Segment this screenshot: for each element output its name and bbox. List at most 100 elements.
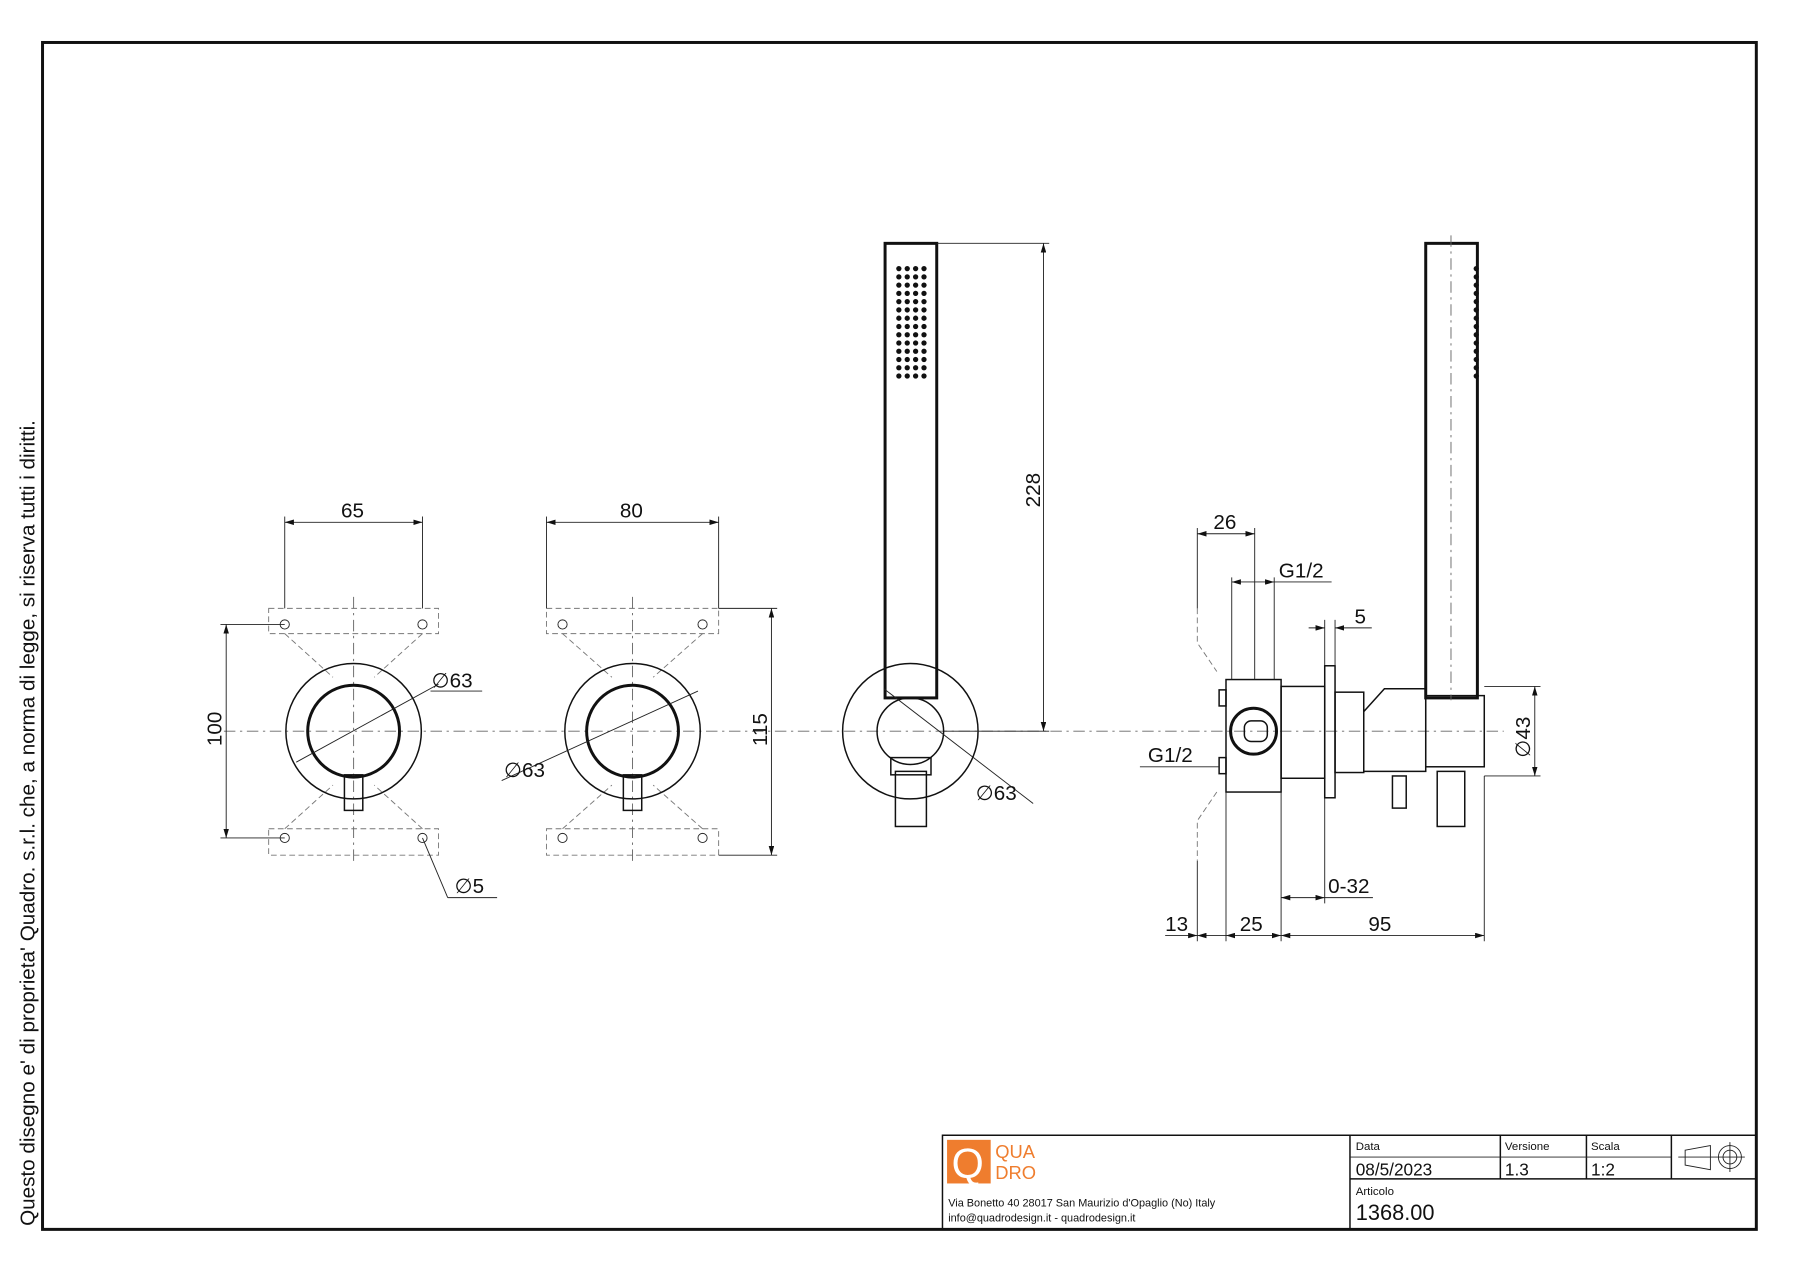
company-address: Via Bonetto 40 28017 San Maurizio d'Opag… bbox=[948, 1197, 1216, 1209]
nozzle-dot bbox=[1473, 365, 1479, 371]
side-view bbox=[1139, 235, 1541, 942]
logo-letter: Q bbox=[952, 1141, 984, 1187]
nozzle-dot bbox=[1473, 323, 1479, 330]
nozzle-dot bbox=[912, 348, 919, 354]
nozzle-dot bbox=[904, 290, 910, 297]
scale-label: Scala bbox=[1591, 1141, 1620, 1153]
front-view-hand-shower bbox=[841, 241, 1050, 828]
nozzle-dot bbox=[904, 323, 910, 330]
nozzle-dot bbox=[921, 265, 927, 272]
nozzle-dot bbox=[912, 323, 919, 330]
dim-dia-5: ∅5 bbox=[455, 875, 484, 898]
nozzle-dot bbox=[1473, 274, 1479, 280]
nozzle-dot bbox=[921, 373, 927, 379]
dim-100: 100 bbox=[204, 712, 227, 746]
nozzle-dot bbox=[1473, 265, 1479, 272]
nozzle-dot bbox=[904, 356, 910, 363]
dim-25: 25 bbox=[1240, 913, 1263, 936]
nozzle-dot bbox=[921, 348, 927, 354]
nozzle-dot bbox=[1473, 282, 1479, 288]
nozzle-dot bbox=[896, 307, 902, 313]
dim-dia-63-b: ∅63 bbox=[504, 759, 545, 782]
nozzle-dot bbox=[1473, 348, 1479, 354]
nozzle-dot bbox=[1473, 299, 1479, 305]
dim-dia-43: ∅43 bbox=[1512, 717, 1535, 758]
drawing-frame bbox=[41, 40, 1758, 1231]
dim-13: 13 bbox=[1165, 913, 1188, 936]
nozzle-dot bbox=[912, 265, 919, 272]
nozzle-dot bbox=[896, 299, 902, 305]
nozzle-dot bbox=[1473, 340, 1479, 346]
nozzle-dot bbox=[912, 299, 919, 305]
nozzle-dot bbox=[1473, 290, 1479, 297]
nozzle-dot bbox=[896, 332, 902, 338]
nozzle-dot bbox=[921, 282, 927, 288]
nozzle-dot bbox=[921, 356, 927, 363]
version-label: Versione bbox=[1505, 1141, 1550, 1153]
nozzle-dot bbox=[1473, 315, 1479, 321]
nozzle-dot bbox=[904, 299, 910, 305]
dim-80: 80 bbox=[620, 500, 643, 523]
nozzle-dot bbox=[904, 307, 910, 313]
nozzle-dot bbox=[904, 373, 910, 379]
nozzle-dot bbox=[1473, 332, 1479, 338]
dim-95: 95 bbox=[1368, 913, 1391, 936]
dim-g12-top: G1/2 bbox=[1279, 559, 1324, 582]
logo-text-1: QUA bbox=[995, 1141, 1036, 1162]
dim-228: 228 bbox=[1022, 473, 1045, 507]
copyright-note: Questo disegno e' di proprieta' Quadro. … bbox=[16, 420, 39, 1226]
dim-dia-63-a: ∅63 bbox=[432, 670, 473, 693]
dim-5: 5 bbox=[1355, 605, 1366, 628]
nozzle-dot bbox=[904, 315, 910, 321]
nozzle-dot bbox=[921, 332, 927, 338]
nozzle-dot bbox=[912, 332, 919, 338]
nozzle-dot bbox=[904, 348, 910, 354]
nozzle-dot bbox=[1473, 307, 1479, 313]
nozzle-dot bbox=[912, 274, 919, 280]
company-contact: info@quadrodesign.it - quadrodesign.it bbox=[948, 1212, 1135, 1224]
nozzle-dot bbox=[904, 332, 910, 338]
nozzle-dot bbox=[896, 373, 902, 379]
logo-mark bbox=[947, 1139, 991, 1184]
dim-115: 115 bbox=[749, 713, 772, 746]
nozzle-dot bbox=[912, 282, 919, 288]
nozzle-dot bbox=[921, 315, 927, 321]
nozzle-dot bbox=[904, 265, 910, 272]
nozzle-dot bbox=[912, 373, 919, 379]
date-label: Data bbox=[1356, 1141, 1381, 1153]
nozzle-dot bbox=[896, 323, 902, 330]
logo-text-2: DRO bbox=[995, 1162, 1036, 1183]
nozzle-dot bbox=[904, 365, 910, 371]
nozzle-dot bbox=[904, 274, 910, 280]
nozzle-dot bbox=[1473, 373, 1479, 379]
article-label: Articolo bbox=[1356, 1186, 1394, 1198]
nozzle-dot bbox=[896, 290, 902, 297]
nozzle-dot bbox=[896, 356, 902, 363]
projection-symbol-icon bbox=[1678, 1142, 1745, 1172]
dim-26: 26 bbox=[1213, 511, 1236, 534]
front-view-plate-80 bbox=[501, 516, 778, 861]
version-value: 1.3 bbox=[1505, 1159, 1529, 1179]
nozzle-dot bbox=[921, 365, 927, 371]
title-block bbox=[941, 1134, 1758, 1231]
nozzle-dot bbox=[912, 315, 919, 321]
nozzle-dot bbox=[904, 340, 910, 346]
dim-dia-63-c: ∅63 bbox=[976, 782, 1017, 805]
nozzle-dot bbox=[896, 348, 902, 354]
nozzle-dot bbox=[921, 307, 927, 313]
nozzle-dot bbox=[921, 274, 927, 280]
scale-value: 1:2 bbox=[1591, 1159, 1615, 1179]
nozzle-dot bbox=[912, 307, 919, 313]
nozzle-dot bbox=[921, 290, 927, 297]
nozzle-dot bbox=[896, 365, 902, 371]
nozzle-dot bbox=[896, 282, 902, 288]
nozzle-dot bbox=[921, 299, 927, 305]
nozzle-dot bbox=[921, 323, 927, 330]
nozzle-dot bbox=[921, 340, 927, 346]
nozzle-dot bbox=[912, 356, 919, 363]
nozzle-dot bbox=[896, 265, 902, 272]
nozzle-dot bbox=[896, 315, 902, 321]
dim-g12-left: G1/2 bbox=[1148, 744, 1193, 767]
dim-0-32: 0-32 bbox=[1328, 875, 1369, 898]
